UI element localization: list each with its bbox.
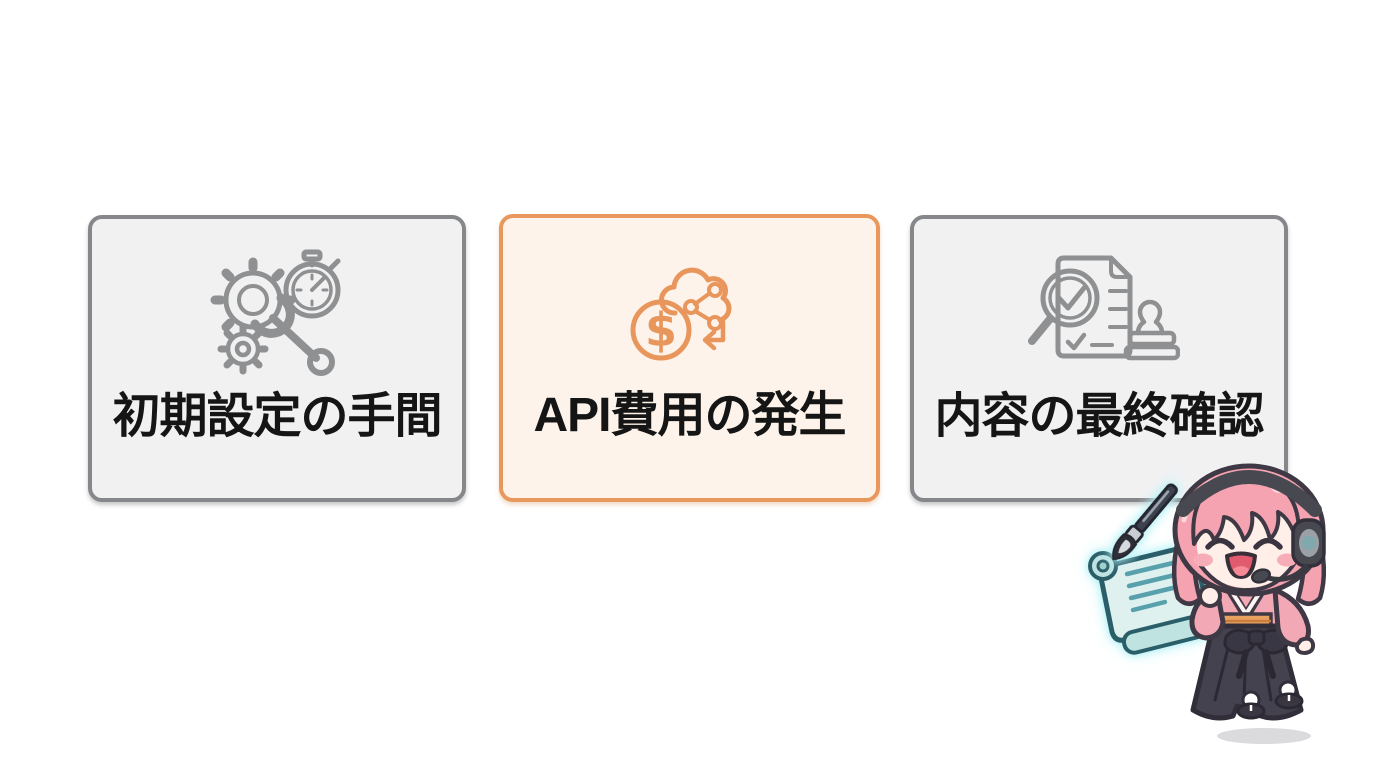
card-title: 内容の最終確認	[934, 390, 1264, 443]
dollar-sign-glyph: $	[644, 303, 676, 357]
eye-left	[1205, 537, 1235, 550]
blush-left	[1193, 553, 1213, 567]
mic-capsule	[1250, 568, 1272, 584]
mascot-assistant-girl	[1063, 448, 1369, 770]
card-icon-wrap	[1018, 245, 1180, 379]
mascot-ground-shadow	[1217, 728, 1311, 744]
dollar-cloud-api-icon: $	[630, 267, 731, 361]
mascot-illustration	[1088, 463, 1327, 744]
eye-right	[1253, 537, 1283, 550]
gears-wrench-stopwatch-icon	[210, 249, 341, 376]
calligraphy-brush	[1111, 483, 1178, 561]
card-api-cost: $ API費用の発生	[499, 214, 880, 502]
headset	[1176, 470, 1326, 584]
mascot-body	[1189, 583, 1316, 721]
card-title: API費用の発生	[533, 389, 846, 442]
document-magnifier-stamp-icon	[1028, 255, 1180, 361]
card-icon-wrap	[201, 245, 353, 379]
card-final-review: 内容の最終確認	[910, 215, 1288, 502]
mascot-feet	[1236, 680, 1304, 720]
mascot-head	[1171, 463, 1327, 606]
card-initial-setup: 初期設定の手間	[88, 215, 466, 502]
card-title: 初期設定の手間	[112, 390, 442, 443]
card-icon-wrap: $	[619, 244, 761, 378]
